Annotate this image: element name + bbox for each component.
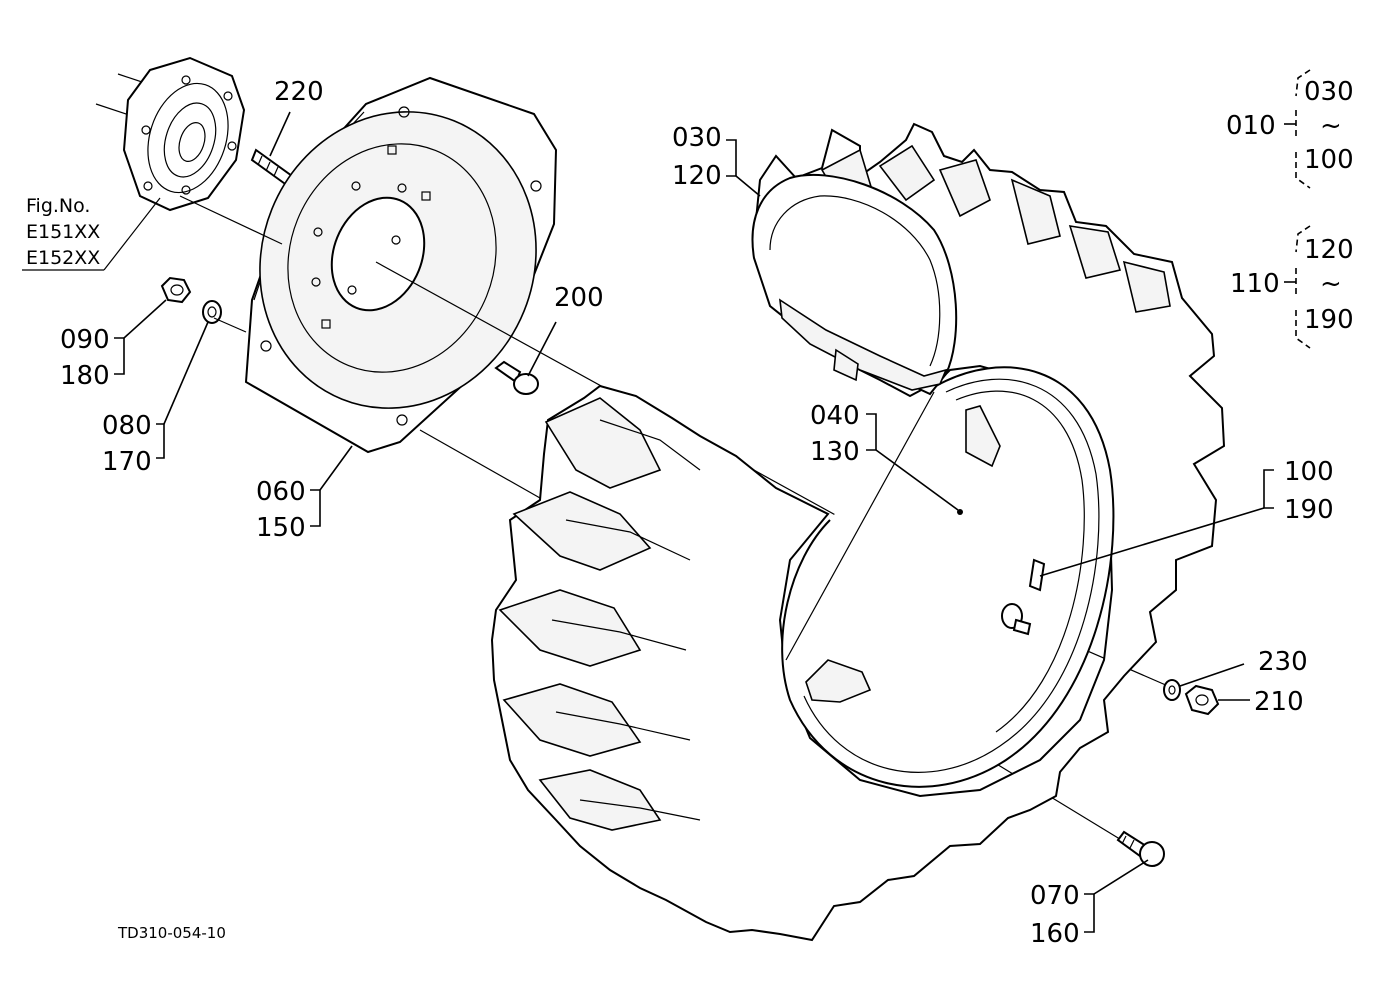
bolt-200 (494, 321, 557, 395)
figure-reference: Fig.No. E151XX E152XX (22, 195, 161, 271)
label-180: 180 (60, 361, 110, 391)
fig-ref-e151xx: E151XX (26, 221, 100, 243)
fig-ref-e152xx: E152XX (26, 247, 100, 269)
tilde-group-010: ~ (1320, 111, 1342, 141)
label-130: 130 (810, 437, 860, 467)
label-120-group: 120 (1304, 235, 1354, 265)
label-030-top: 030 (672, 123, 722, 153)
stud-bolt-220 (250, 111, 294, 188)
label-110: 110 (1230, 269, 1280, 299)
label-080: 080 (102, 411, 152, 441)
wheel-rim (781, 366, 1115, 788)
wheel-weight (751, 173, 958, 396)
washer-080 (202, 300, 222, 324)
part-number-labels: 220 030 120 010 030 ~ 100 110 120 ~ 190 … (60, 77, 1354, 949)
label-070: 070 (1030, 881, 1080, 911)
label-170: 170 (102, 447, 152, 477)
label-040: 040 (810, 401, 860, 431)
axle-hub-flange (95, 56, 246, 212)
label-100-valve: 100 (1284, 457, 1334, 487)
label-150: 150 (256, 513, 306, 543)
label-100-group: 100 (1304, 145, 1354, 175)
label-190-valve: 190 (1284, 495, 1334, 525)
label-060: 060 (256, 477, 306, 507)
label-200: 200 (554, 283, 604, 313)
label-220: 220 (274, 77, 324, 107)
drawing-code: TD310-054-10 (117, 924, 226, 942)
nut-210 (1184, 684, 1220, 716)
label-030-group: 030 (1304, 77, 1354, 107)
rim-center-dot (957, 509, 963, 515)
label-210: 210 (1254, 687, 1304, 717)
nut-090 (160, 276, 192, 304)
washer-230 (1163, 679, 1181, 701)
label-120-top: 120 (672, 161, 722, 191)
wheel-disc-plate (244, 76, 558, 454)
leader-lines (114, 69, 1311, 933)
label-090: 090 (60, 325, 110, 355)
label-160: 160 (1030, 919, 1080, 949)
fig-no-label: Fig.No. (26, 195, 90, 217)
lugged-tire (490, 122, 1226, 942)
label-010: 010 (1226, 111, 1276, 141)
label-190-group: 190 (1304, 305, 1354, 335)
label-230: 230 (1258, 647, 1308, 677)
bolt-070 (1116, 830, 1165, 867)
tilde-group-110: ~ (1320, 269, 1342, 299)
